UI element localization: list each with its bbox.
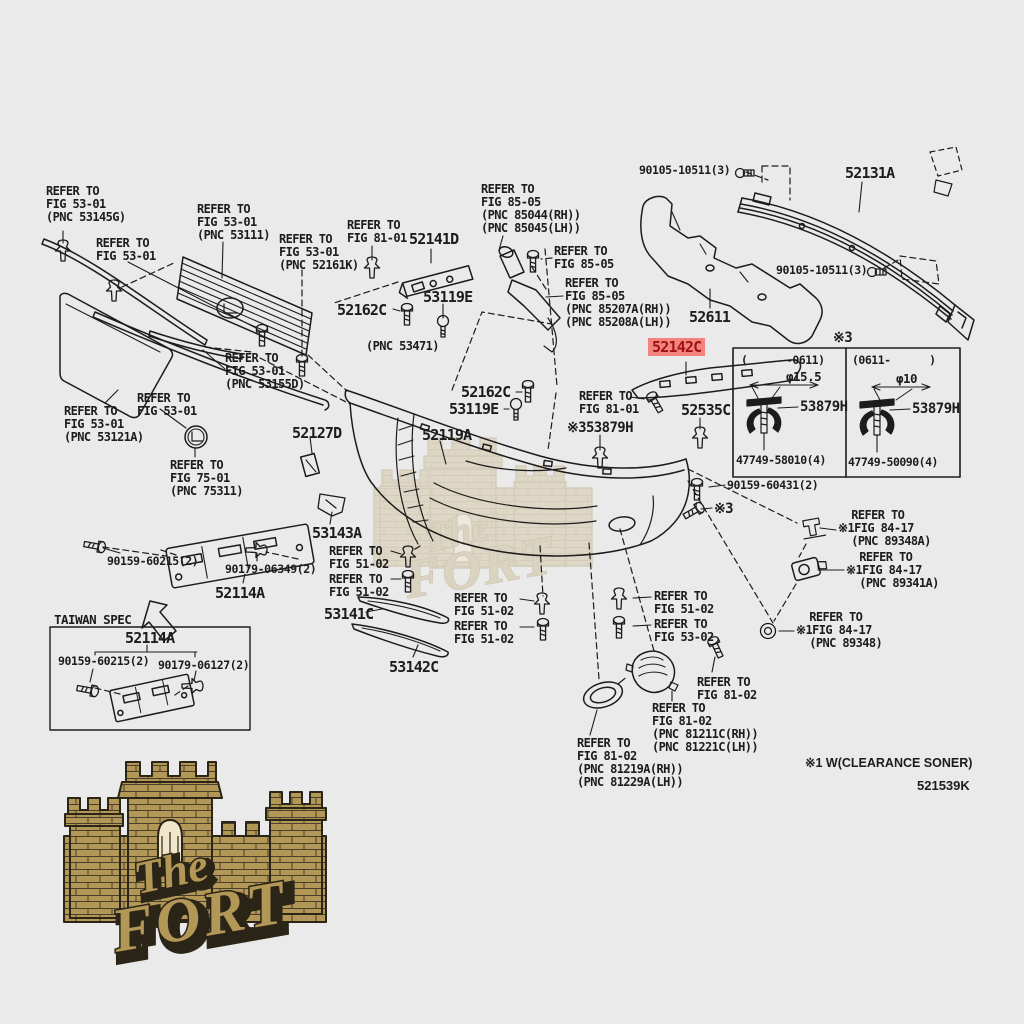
fog-bezel-drawing [582, 677, 626, 709]
table-flag-note: ※3 [833, 330, 853, 346]
headlamp-washer-drawing [498, 245, 561, 353]
table-code-left[interactable]: 47749-58010(4) [736, 453, 826, 467]
bumper-cover-drawing [344, 389, 691, 557]
refer-fig81-02-pnc81219a: REFER TO FIG 81-02 (PNC 81219A(RH)) (PNC… [577, 736, 684, 789]
refer-fig81-02-pnc81211c: REFER TO FIG 81-02 (PNC 81211C(RH)) (PNC… [652, 701, 759, 754]
table-part-right[interactable]: 53879H [912, 401, 960, 417]
table-diameter-left: φ15.5 [786, 369, 822, 384]
table-header-left: ( -0611) [741, 353, 825, 367]
refer-fig84-17-pnc89348a: REFER TO ※1FIG 84-17 (PNC 89348A) [838, 508, 931, 548]
bracket-52142c-drawing [631, 359, 802, 399]
refer-fig51-02-l2: REFER TO FIG 51-02 [329, 572, 389, 599]
part-52142c-highlighted[interactable]: 52142C [648, 338, 706, 356]
bracket-52127d-drawing [299, 452, 321, 478]
corner-bracket-drawing [929, 146, 963, 197]
sensor-bracket-drawing [802, 517, 827, 540]
code-90159-60431[interactable]: 90159-60431(2) [727, 478, 819, 492]
note-x3-bolt: ※3 [714, 501, 734, 517]
part-x3-53879h[interactable]: ※353879H [567, 420, 634, 436]
bracket-52141d-drawing [398, 265, 474, 299]
table-header-right: (0611- ) [852, 353, 936, 367]
sensor-drawing [791, 556, 828, 582]
bracket-53143a-drawing [317, 493, 346, 517]
code-90105-10511-b[interactable]: 90105-10511(3) [776, 263, 868, 277]
refer-fig85-05-b: REFER TO FIG 85-05 [554, 244, 614, 271]
absorber-52611-drawing [640, 195, 823, 345]
table-diameter-right: φ10 [896, 371, 918, 386]
refer-fig81-02-a: REFER TO FIG 81-02 [697, 675, 757, 702]
part-52114a[interactable]: 52114A [215, 584, 265, 602]
part-53141c[interactable]: 53141C [324, 605, 374, 623]
refer-fig53-01-pnc52161k: REFER TO FIG 53-01 (PNC 52161K) [279, 232, 359, 272]
refer-fig84-17-pnc89341a: REFER TO ※1FIG 84-17 (PNC 89341A) [846, 550, 939, 590]
part-52131a[interactable]: 52131A [845, 164, 895, 182]
fog-lamp-drawing [625, 650, 679, 694]
refer-fig85-05-pnc85207a: REFER TO FIG 85-05 (PNC 85207A(RH)) (PNC… [565, 276, 672, 329]
molding-53141c-drawing [357, 596, 450, 624]
part-53143a[interactable]: 53143A [312, 524, 362, 542]
pnc-53471: (PNC 53471) [366, 339, 439, 353]
part-52114a-taiwan[interactable]: 52114A [125, 629, 175, 647]
part-53142c[interactable]: 53142C [389, 658, 439, 676]
license-bracket-52114a-drawing [165, 523, 315, 589]
clip-spec-table-drawing [732, 347, 961, 478]
refer-fig84-17-pnc89348: REFER TO ※1FIG 84-17 (PNC 89348) [796, 610, 883, 650]
diagram-code: 521539K [917, 778, 970, 793]
refer-fig53-01-c: REFER TO FIG 53-01 [137, 391, 197, 418]
part-52141d[interactable]: 52141D [409, 230, 459, 248]
refer-fig53-01-a: REFER TO FIG 53-01 [96, 236, 156, 263]
code-90159-60215[interactable]: 90159-60215(2) [107, 554, 199, 568]
taiwan-spec-label: TAIWAN SPEC [54, 612, 132, 627]
refer-fig53-01-pnc53145g: REFER TO FIG 53-01 (PNC 53145G) [46, 184, 126, 224]
code-90179-06349[interactable]: 90179-06349(2) [225, 562, 317, 576]
dashed-lines [94, 165, 940, 698]
refer-fig75-01-pnc75311: REFER TO FIG 75-01 (PNC 75311) [170, 458, 243, 498]
part-53119e-1[interactable]: 53119E [423, 288, 473, 306]
part-52535c[interactable]: 52535C [681, 401, 731, 419]
castle-logo: The The FORT FORT [63, 761, 327, 978]
part-52127d[interactable]: 52127D [292, 424, 342, 442]
refer-fig85-05-pnc85044: REFER TO FIG 85-05 (PNC 85044(RH)) (PNC … [481, 182, 581, 235]
hood-trim-drawing [41, 238, 330, 419]
refer-fig81-01-mid: REFER TO FIG 81-01 [579, 389, 639, 416]
part-52119a[interactable]: 52119A [422, 426, 472, 444]
refer-fig51-02-l1: REFER TO FIG 51-02 [329, 544, 389, 571]
leader-lines [62, 181, 911, 736]
refer-fig51-02-r: REFER TO FIG 51-02 [654, 589, 714, 616]
molding-53142c-drawing [351, 623, 449, 658]
refer-fig53-02-r: REFER TO FIG 53-02 [654, 617, 714, 644]
clearance-sonar-note: ※1 W(CLEARANCE SONER) [805, 756, 973, 770]
refer-fig81-01-top: REFER TO FIG 81-01 [347, 218, 407, 245]
refer-fig51-02-c1: REFER TO FIG 51-02 [454, 591, 514, 618]
table-code-right[interactable]: 47749-50090(4) [848, 455, 938, 469]
part-52162c-1[interactable]: 52162C [337, 301, 387, 319]
reinforcement-52131a-drawing [737, 192, 975, 341]
part-52611[interactable]: 52611 [689, 308, 731, 326]
code-90179-06127-tw[interactable]: 90179-06127(2) [158, 658, 250, 672]
code-90105-10511-top[interactable]: 90105-10511(3) [639, 163, 731, 177]
refer-fig53-01-pnc53121a: REFER TO FIG 53-01 (PNC 53121A) [64, 404, 144, 444]
refer-fig53-01-pnc53155d: REFER TO FIG 53-01 (PNC 53155D) [225, 351, 305, 391]
taiwan-spec-box [49, 626, 251, 731]
refer-fig51-02-c2: REFER TO FIG 51-02 [454, 619, 514, 646]
part-52162c-2[interactable]: 52162C [461, 383, 511, 401]
refer-fig53-01-pnc53111: REFER TO FIG 53-01 (PNC 53111) [197, 202, 270, 242]
code-90159-60215-tw[interactable]: 90159-60215(2) [58, 654, 150, 668]
part-53119e-2[interactable]: 53119E [449, 400, 499, 418]
table-part-left[interactable]: 53879H [800, 399, 848, 415]
emblem-drawing [184, 425, 208, 449]
